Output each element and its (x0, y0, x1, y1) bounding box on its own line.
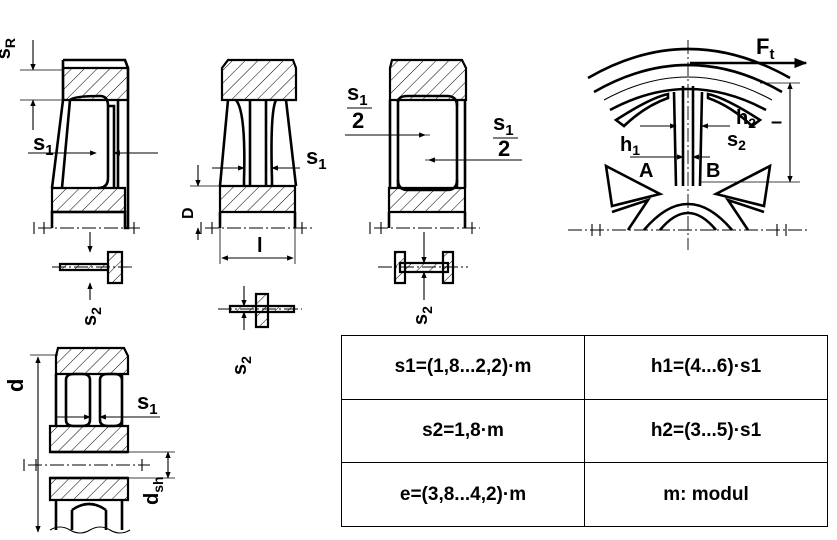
label-s1-half-right-den: 2 (498, 136, 510, 161)
web-profile-t: s2 (52, 232, 135, 326)
label-s1-half-left-den: 2 (352, 108, 364, 133)
label-s2-t: s2 (79, 307, 104, 326)
label-d-sh: dsh (141, 476, 166, 505)
spoke-front-view: Ft h2 – s2 h1 A B (568, 34, 808, 250)
label-d: d (3, 379, 28, 392)
gear-section-double-web: s1 2 s1 2 (345, 58, 522, 234)
formula-table-container: s1=(1,8...2,2)·m h1=(4...6)·s1 s2=1,8·m … (341, 335, 828, 527)
formula-table: s1=(1,8...2,2)·m h1=(4...6)·s1 s2=1,8·m … (341, 335, 828, 527)
formula-h1: h1=(4...6)·s1 (584, 335, 828, 400)
table-row: s1=(1,8...2,2)·m h1=(4...6)·s1 (341, 335, 828, 400)
table-row: s2=1,8·m h2=(3...5)·s1 (341, 398, 828, 464)
label-s1-half-right: s1 (493, 110, 514, 139)
formula-m: m: modul (584, 462, 828, 527)
formula-s2: s2=1,8·m (341, 398, 585, 464)
label-s-r: sR (0, 38, 18, 59)
label-s1-gear2: s1 (306, 144, 327, 173)
formula-h2: h2=(3...5)·s1 (584, 398, 828, 464)
label-h1: h1 (620, 134, 640, 158)
label-h2: h2 (736, 107, 756, 131)
label-s1-half-left: s1 (347, 80, 368, 109)
formula-s1: s1=(1,8...2,2)·m (341, 335, 585, 400)
table-row: e=(3,8...4,2)·m m: modul (341, 462, 828, 527)
label-dash: – (771, 111, 782, 133)
formula-e: e=(3,8...4,2)·m (341, 462, 585, 527)
label-s2-cross: s2 (229, 356, 254, 375)
label-a: A (639, 160, 653, 182)
label-s1-gear4: s1 (137, 389, 158, 418)
label-s2-i: s2 (410, 306, 435, 325)
label-d-small: D (180, 207, 197, 219)
label-l: l (257, 235, 263, 257)
gear-section-tapered-web: D l s1 (180, 58, 327, 264)
label-s1-gear1: s1 (33, 130, 54, 159)
gear-section-conical-web: sR s1 (0, 38, 158, 234)
label-s2-front: s2 (727, 129, 746, 153)
label-f-t: Ft (756, 34, 774, 63)
label-b: B (706, 160, 720, 182)
gear-section-with-shaft: d s1 dsh (3, 346, 175, 534)
web-profile-i: s2 (378, 232, 468, 325)
web-profile-cross: s2 (218, 286, 302, 375)
